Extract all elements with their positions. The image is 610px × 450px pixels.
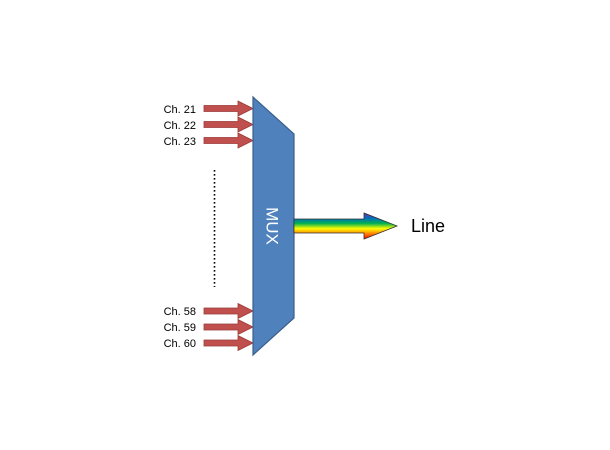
output-label: Line (411, 216, 445, 236)
channel-23: Ch. 23 (164, 132, 254, 149)
channel-59: Ch. 59 (164, 318, 254, 336)
channel-arrow-icon (203, 302, 254, 320)
channel-22: Ch. 22 (164, 116, 254, 133)
channel-60: Ch. 60 (164, 334, 254, 352)
mux-label: MUX (263, 207, 282, 245)
channel-arrow-icon (203, 318, 254, 336)
channel-label: Ch. 59 (164, 322, 196, 334)
channel-arrow-icon (203, 100, 254, 117)
channel-58: Ch. 58 (164, 302, 254, 320)
channel-arrow-icon (203, 334, 254, 352)
channel-group-bottom: Ch. 58 Ch. 59 Ch. 60 (164, 302, 254, 352)
channel-label: Ch. 22 (164, 120, 196, 132)
channel-label: Ch. 23 (164, 136, 196, 148)
mux-trapezoid (252, 95, 295, 357)
channel-21: Ch. 21 (164, 100, 254, 117)
channel-label: Ch. 60 (164, 338, 196, 350)
channel-label: Ch. 21 (164, 104, 196, 116)
channel-arrow-icon (203, 116, 254, 133)
mux-block: MUX (252, 95, 295, 357)
channel-group-top: Ch. 21 Ch. 22 Ch. 23 (164, 100, 254, 149)
output-arrow-icon (293, 212, 399, 240)
channel-label: Ch. 58 (164, 306, 196, 318)
channel-arrow-icon (203, 132, 254, 149)
